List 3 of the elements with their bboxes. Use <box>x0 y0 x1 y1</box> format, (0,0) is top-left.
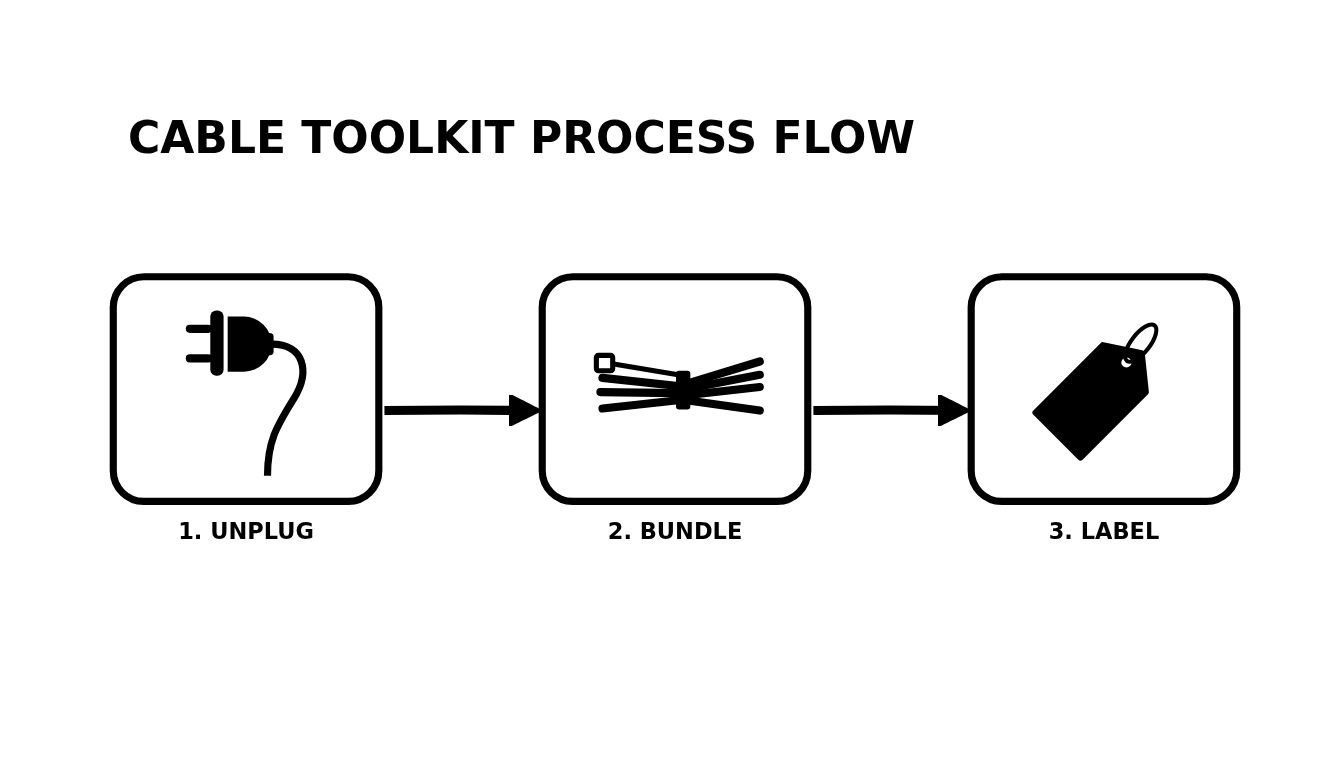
arrow <box>813 393 971 428</box>
diagram-title: CABLE TOOLKIT PROCESS FLOW <box>128 112 915 163</box>
arrow <box>384 393 542 428</box>
